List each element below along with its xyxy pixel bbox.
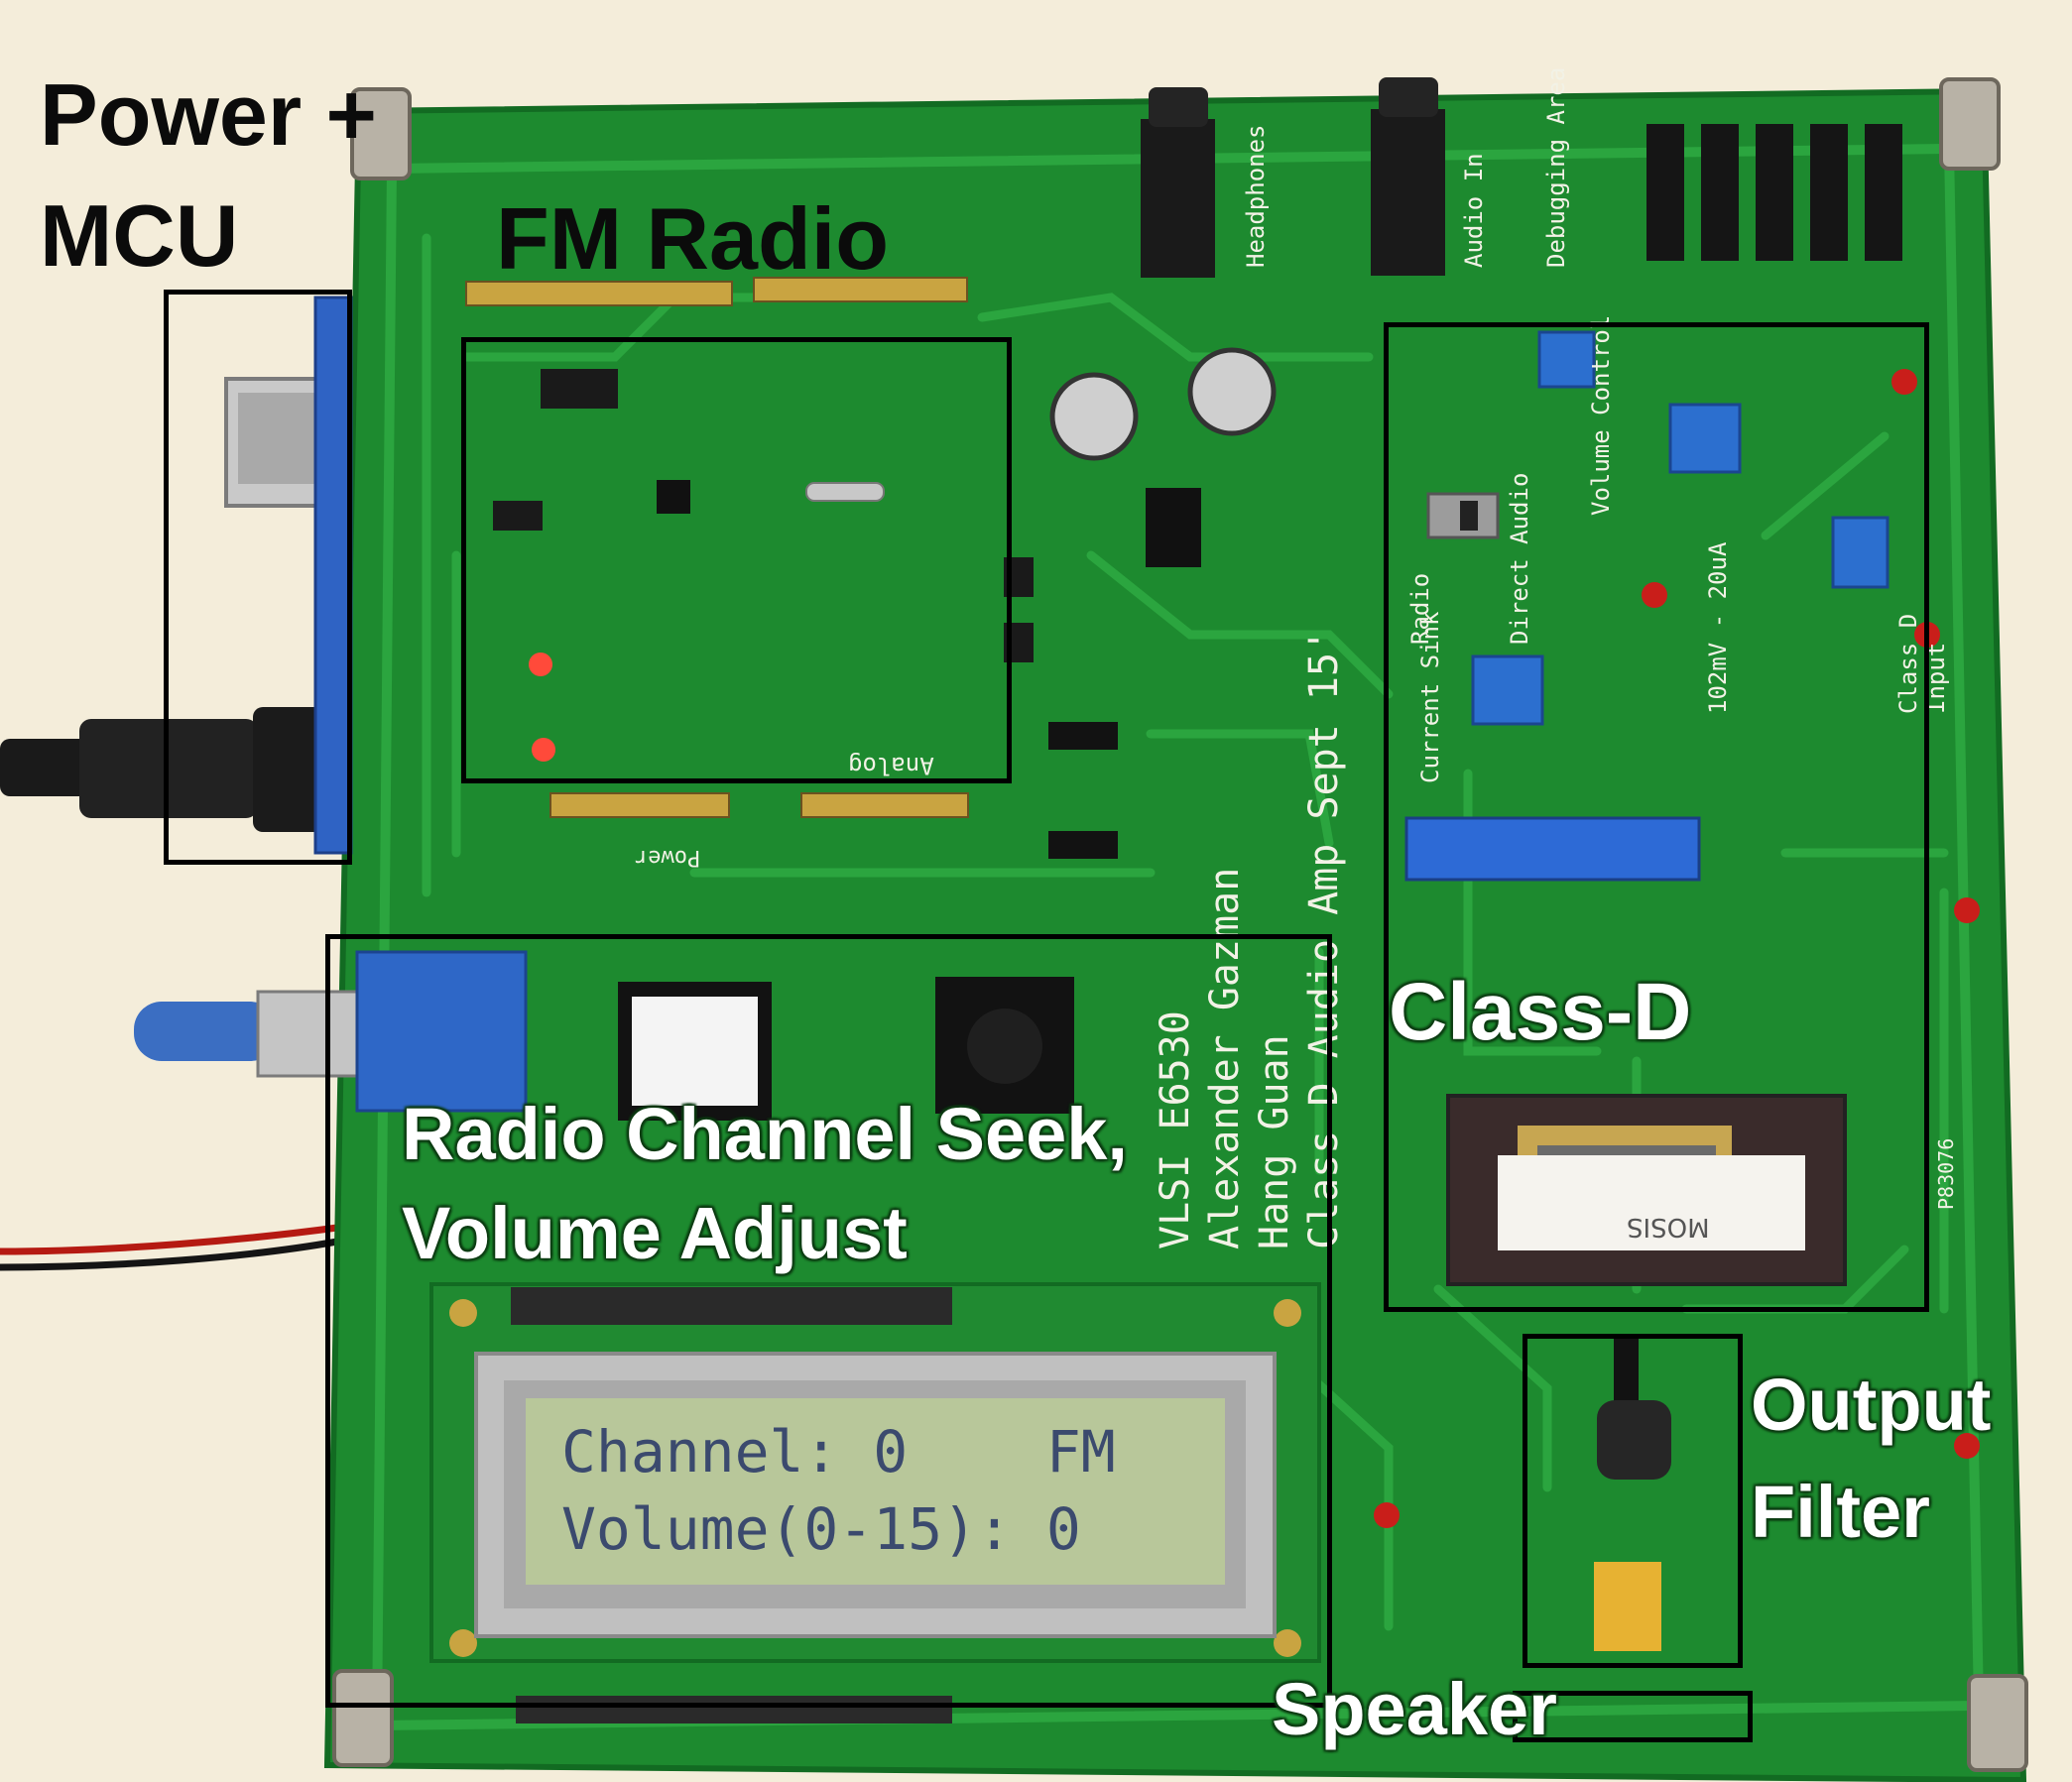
label-output-filter-line1: Output [1751,1364,1992,1446]
label-power-mcu-line2: MCU [40,186,239,286]
fm-radio-box [461,337,1012,783]
seek-volume-box [325,934,1332,1708]
label-seek-volume: Radio Channel Seek, Volume Adjust [402,1096,1128,1271]
inductor-l2 [1597,1400,1671,1480]
audio-in-jack [1371,77,1445,276]
label-output-filter: Output Filter [1751,1366,1991,1550]
debugging-headers [1646,124,1902,261]
electrolytic-capacitors [1049,347,1277,461]
pin-headers-top [465,277,969,818]
label-speaker: Speaker [1272,1668,1557,1750]
headphones-jack [1141,87,1215,278]
led-indicators [529,653,555,762]
power-mcu-box [164,290,352,865]
fm-radio-components [493,369,1034,662]
dc-power-jack [0,707,332,832]
silk-headphones: Headphones [1242,124,1270,269]
label-class-d: Class-D [1389,967,1692,1057]
push-button-s2 [618,982,772,1121]
mounting-standoffs [332,77,2028,1772]
class-d-box [1384,322,1929,1312]
lcd-line-1: Channel: 0 FM [561,1418,1116,1485]
slide-switch-s3 [1426,492,1500,539]
rotary-encoder [134,950,528,1113]
red-black-wire [0,1224,338,1271]
tantalum-capacitor-c14 [1594,1562,1661,1651]
lcd-line-2: Volume(0-15): 0 [561,1495,1081,1563]
silk-audio-in: Audio In [1460,153,1488,268]
bottom-header [516,1696,952,1723]
silk-board-id: P83076 [1934,1137,1958,1210]
blue-socket-u4 [1404,816,1701,882]
label-power-mcu: Power + MCU [40,65,377,286]
silk-power: Power [635,845,701,870]
push-button-s1 [935,977,1074,1114]
test-points [1374,369,1980,1528]
blue-trimmer-potentiometers [1471,330,1889,726]
mcu-board-edge [313,296,353,855]
lcd-module [429,1282,1321,1663]
label-power-mcu-line1: Power + [40,65,377,164]
ic-u7 [1146,488,1201,567]
label-seek-volume-line2: Volume Adjust [402,1191,908,1274]
speaker-box [1513,1691,1753,1742]
label-seek-volume-line1: Radio Channel Seek, [402,1093,1128,1175]
class-d-chip [1446,1094,1847,1286]
label-output-filter-line2: Filter [1751,1470,1930,1553]
label-fm-radio: FM Radio [496,189,889,288]
output-filter-box [1523,1334,1743,1668]
silk-debugging-area: Debugging Area [1542,66,1570,268]
